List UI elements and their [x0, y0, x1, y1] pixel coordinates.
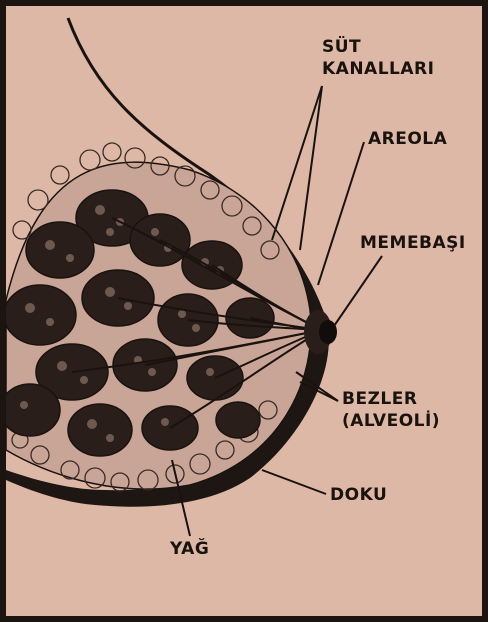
label-nipple: MEMEBAŞI [360, 232, 466, 254]
label-milk-ducts: SÜT KANALLARI [322, 36, 434, 80]
label-glands-line2: (ALVEOLİ) [342, 410, 440, 432]
label-glands: BEZLER (ALVEOLİ) [342, 388, 440, 432]
label-fat: YAĞ [170, 538, 209, 560]
label-areola: AREOLA [368, 128, 447, 150]
nipple-shape [319, 320, 337, 344]
label-glands-line1: BEZLER [342, 388, 440, 410]
label-tissue: DOKU [330, 484, 387, 506]
label-milk-ducts-line1: SÜT [322, 36, 434, 58]
label-milk-ducts-line2: KANALLARI [322, 58, 434, 80]
